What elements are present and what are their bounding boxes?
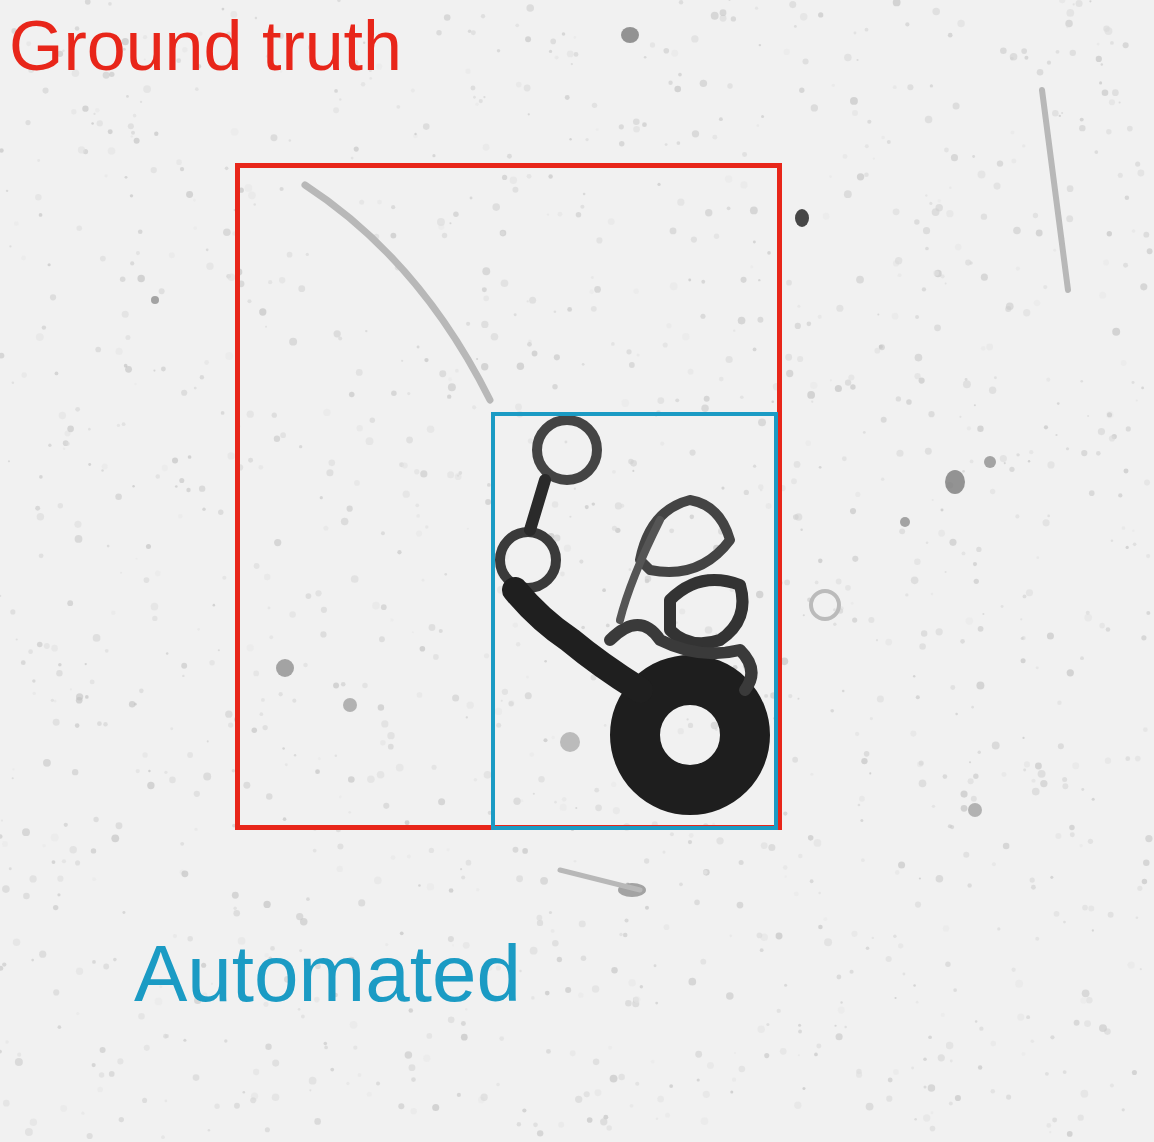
ink-specks (151, 27, 996, 897)
box-label: Ground truth (9, 11, 402, 81)
box-label: Automated (134, 934, 521, 1014)
automated-box: Automated (491, 412, 778, 830)
ground-truth-box: Ground truthAutomated (235, 163, 782, 830)
faint-strokes (305, 90, 1068, 890)
handwritten-symbol (500, 420, 751, 790)
